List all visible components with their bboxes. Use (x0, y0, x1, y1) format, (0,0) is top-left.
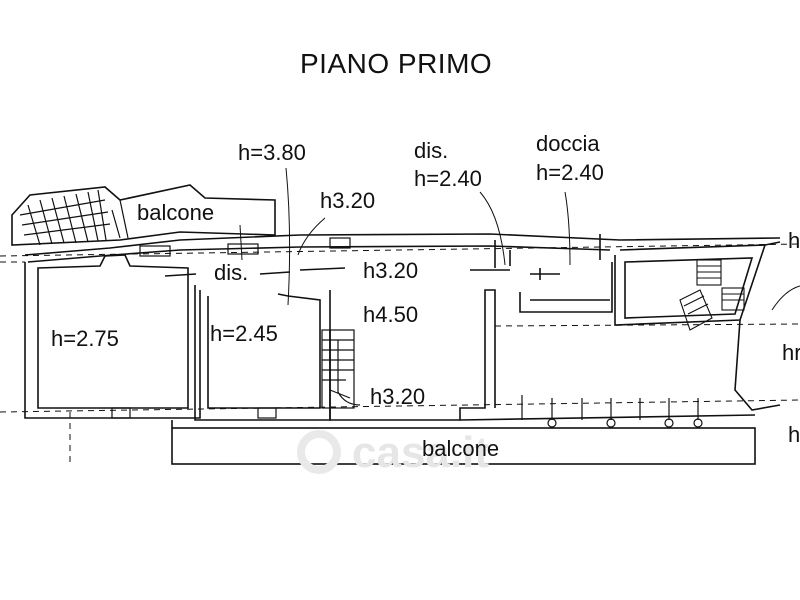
label-h320-stairs: h3.20 (370, 384, 426, 409)
label-doccia: doccia (536, 131, 600, 156)
label-edge-bottom: h (788, 422, 800, 447)
room-left-outline (37, 254, 189, 409)
wall-top-inner (27, 245, 611, 263)
room-middle-outer (194, 285, 331, 421)
label-h450: h4.50 (363, 302, 419, 327)
label-edge-mid: hr (782, 340, 800, 365)
wall-top (24, 233, 781, 256)
balcony-bottom (171, 420, 756, 465)
leader-lines (239, 167, 571, 306)
label-balcone-top: balcone (137, 200, 215, 225)
label-h380: h=3.80 (238, 140, 306, 165)
label-h320-upper: h3.20 (320, 188, 376, 213)
label-dis-left: dis. (214, 260, 249, 285)
label-balcone-bottom: balcone (422, 436, 500, 461)
window-marks (111, 237, 351, 419)
watermark-text: casa.it (352, 428, 489, 477)
label-dis-right: dis. (414, 138, 449, 163)
label-h275: h=2.75 (51, 326, 119, 351)
corridor-walls (164, 234, 613, 313)
label-h-doccia: h=2.40 (536, 160, 604, 185)
watermark-logo-icon (297, 430, 341, 474)
balcony-top-left (11, 184, 276, 246)
label-h-dis-right: h=2.40 (414, 166, 482, 191)
label-h320-corridor: h3.20 (363, 258, 419, 283)
room-right (614, 241, 800, 411)
label-edge-top: h (788, 228, 800, 253)
staircase (321, 329, 361, 409)
label-h245: h=2.45 (210, 321, 278, 346)
central-room (329, 289, 496, 421)
room-middle-outline (207, 293, 321, 409)
plan-title: PIANO PRIMO (300, 48, 493, 79)
columns (521, 395, 703, 428)
